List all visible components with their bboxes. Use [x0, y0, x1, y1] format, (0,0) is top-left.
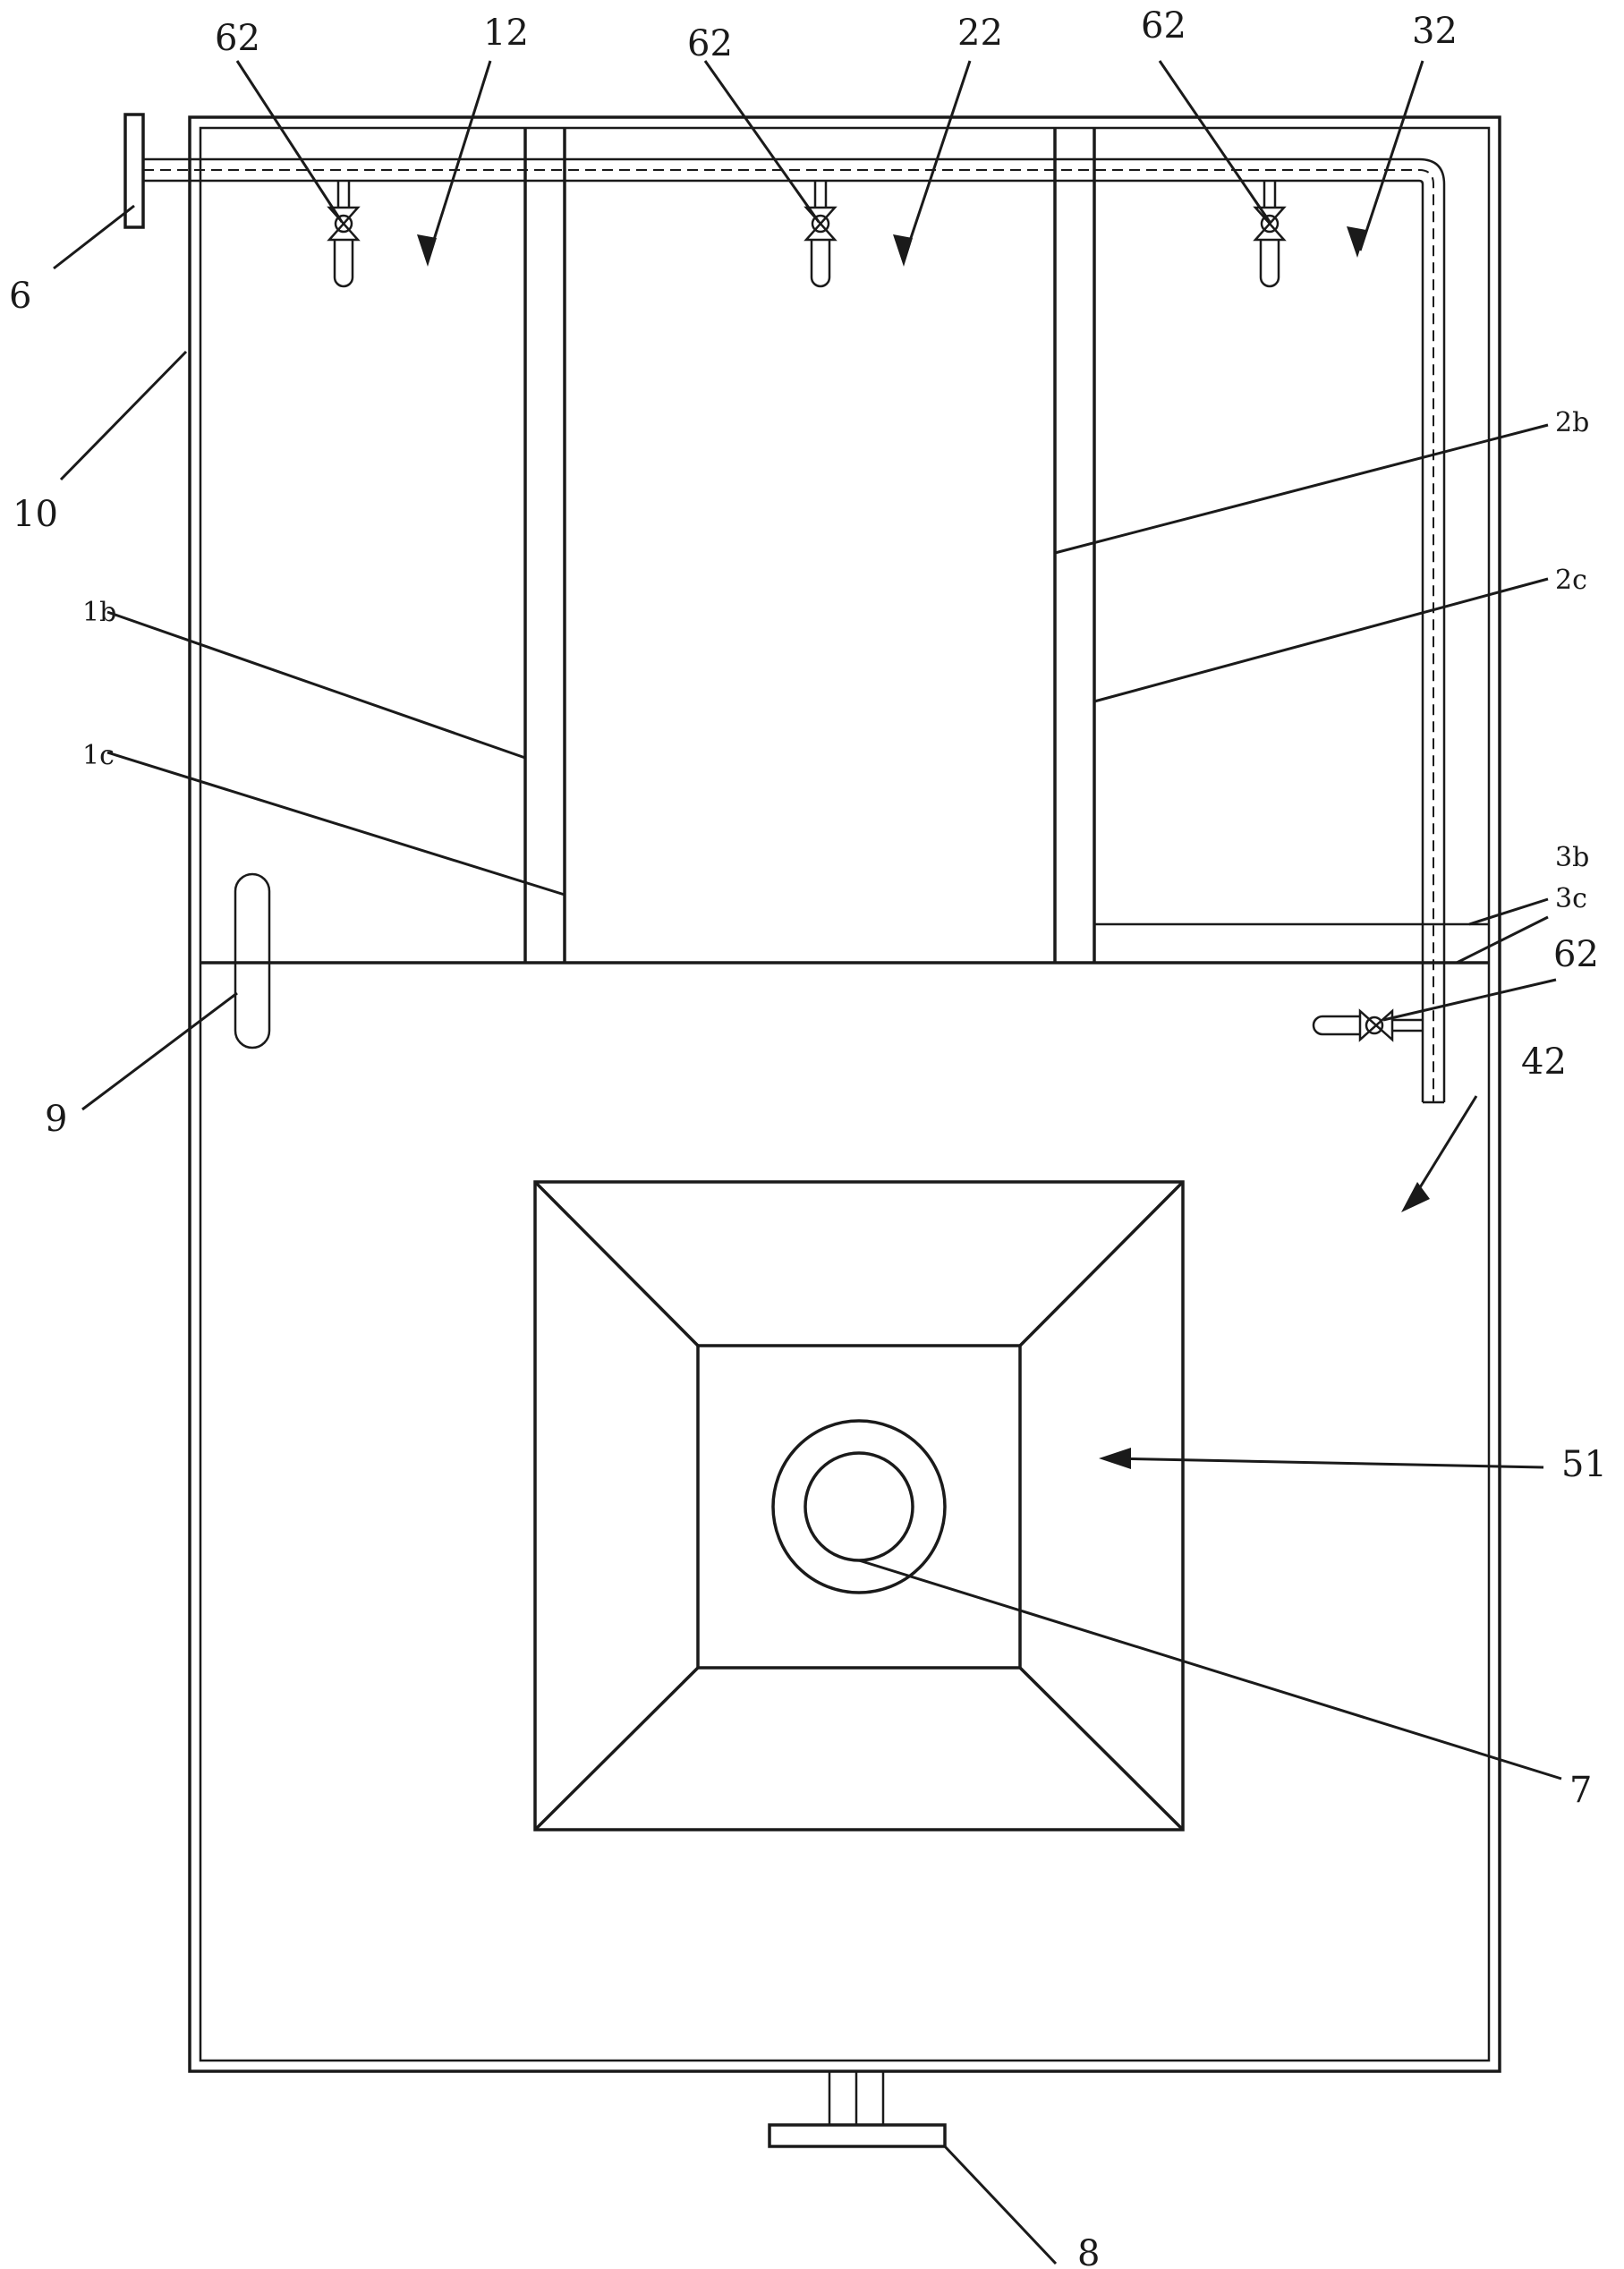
label-62-d: 62: [1553, 934, 1599, 975]
valve-3: [1253, 181, 1287, 288]
valve-1: [327, 181, 361, 288]
partition-2: [1053, 128, 1096, 963]
outlet-rings: [771, 1419, 947, 1594]
label-1c: 1c: [82, 740, 115, 771]
labels: 62 12 62 22 62 32 6 10 1b 1c 2b 2c 3b 3c…: [9, 5, 1607, 2269]
label-3b: 3b: [1555, 842, 1589, 873]
partition-1: [523, 128, 566, 963]
base-outlet: [768, 2069, 947, 2148]
label-62-c: 62: [1141, 5, 1186, 47]
label-1b: 1b: [82, 597, 116, 628]
label-6: 6: [9, 276, 31, 317]
leader-lines: [53, 60, 1562, 2265]
label-62-a: 62: [215, 18, 260, 59]
label-12: 12: [483, 13, 529, 54]
label-51: 51: [1561, 1444, 1607, 1485]
label-7: 7: [1569, 1770, 1592, 1811]
valve-4: [1312, 1008, 1423, 1042]
label-2b: 2b: [1555, 407, 1589, 438]
label-3c: 3c: [1555, 883, 1587, 914]
label-42: 42: [1521, 1041, 1567, 1083]
label-10: 10: [13, 494, 58, 535]
label-2c: 2c: [1555, 565, 1587, 596]
label-62-b: 62: [687, 23, 733, 64]
label-32: 32: [1412, 11, 1458, 52]
top-pipe: [123, 113, 1446, 1104]
arrowheads: [417, 226, 1430, 1469]
hopper: [533, 1180, 1185, 1831]
label-22: 22: [957, 13, 1003, 54]
outer-tank: [188, 115, 1501, 2073]
label-8: 8: [1077, 2233, 1100, 2269]
label-9: 9: [45, 1099, 67, 1140]
sight-glass: [234, 872, 271, 1050]
valve-2: [803, 181, 838, 288]
